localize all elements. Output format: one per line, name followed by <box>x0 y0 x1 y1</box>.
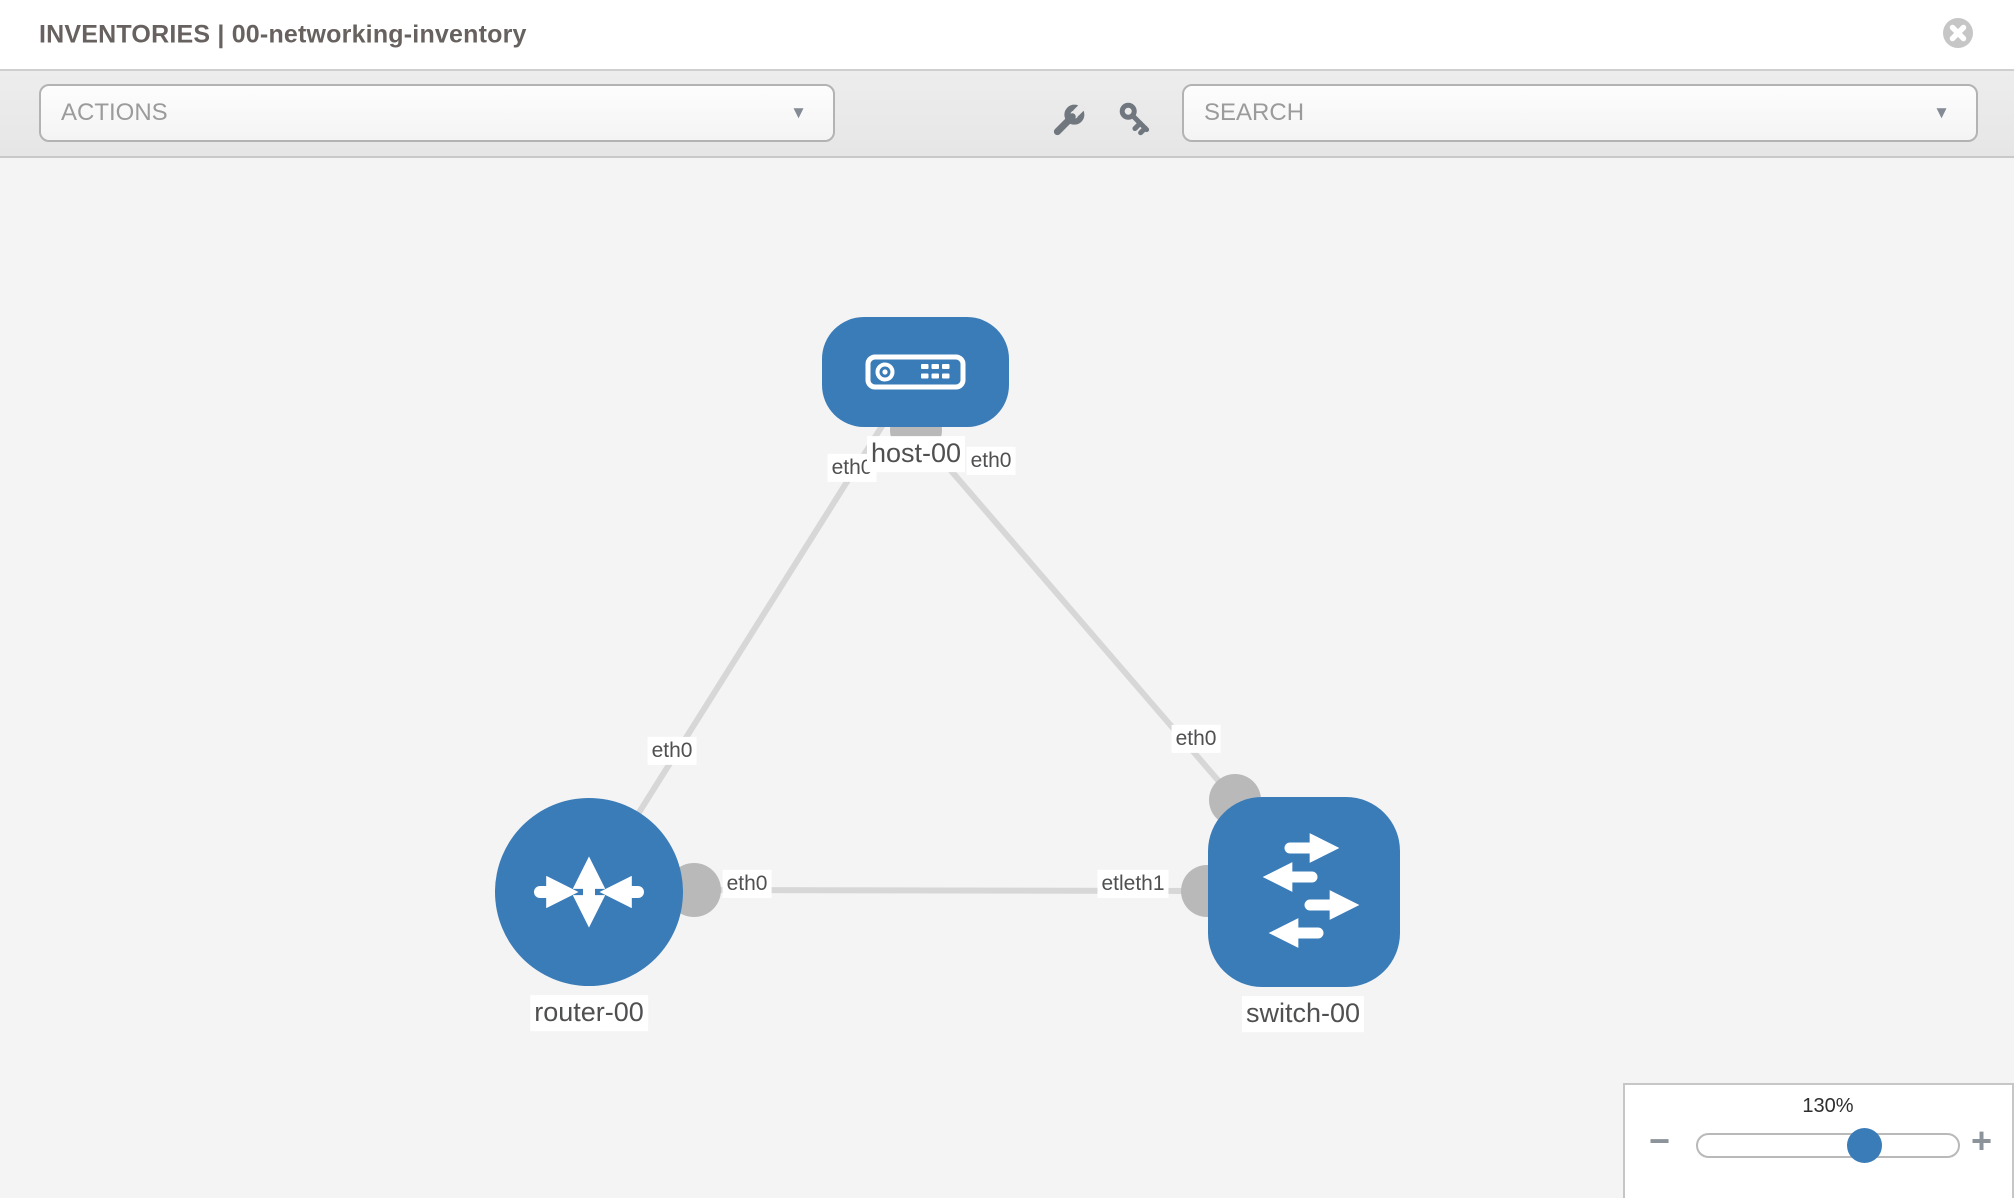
header: INVENTORIES | 00-networking-inventory <box>0 0 2014 71</box>
node-router-00[interactable] <box>495 798 683 986</box>
chevron-down-icon: ▼ <box>1933 103 1950 122</box>
topology-graph <box>495 317 1400 987</box>
interface-label: eth0 <box>966 446 1016 476</box>
zoom-out-button[interactable]: − <box>1649 1120 1671 1161</box>
zoom-level-value: 130% <box>1802 1095 1854 1117</box>
close-button[interactable] <box>1942 17 1974 49</box>
interface-label: eth0 <box>1171 724 1221 754</box>
configure-button[interactable] <box>1044 95 1092 143</box>
router-icon <box>534 856 644 928</box>
interface-label: etleth1 <box>1097 869 1169 899</box>
zoom-slider-track[interactable] <box>1696 1133 1960 1158</box>
search-placeholder: SEARCH <box>1204 99 1305 126</box>
topology-canvas[interactable]: eth0 host-00 eth0 eth0 eth0 eth0 etleth1… <box>0 158 2014 1198</box>
wrench-icon <box>1053 102 1087 136</box>
key-icon <box>1119 102 1150 136</box>
chevron-down-icon: ▼ <box>790 103 807 122</box>
search-dropdown[interactable]: SEARCH ▼ <box>1182 84 1978 142</box>
close-icon <box>1943 18 1973 48</box>
zoom-panel: 130% − + <box>1623 1083 2014 1198</box>
host-icon <box>865 354 966 390</box>
interface-label: eth0 <box>647 736 697 766</box>
toolbar: ACTIONS ▼ SEARC <box>0 71 2014 158</box>
interface-connectors <box>667 404 1261 917</box>
node-switch-00[interactable] <box>1208 797 1400 987</box>
node-label-router: router-00 <box>530 995 648 1031</box>
interface-label: eth0 <box>722 869 772 899</box>
switch-icon <box>1262 833 1360 948</box>
node-label-switch: switch-00 <box>1241 996 1365 1032</box>
credentials-button[interactable] <box>1112 95 1160 143</box>
node-label-host: host-00 <box>866 436 966 472</box>
actions-dropdown-label: ACTIONS <box>61 99 168 126</box>
page-title: INVENTORIES | 00-networking-inventory <box>39 20 527 48</box>
zoom-in-button[interactable]: + <box>1971 1120 1993 1161</box>
zoom-slider-handle[interactable] <box>1847 1128 1882 1163</box>
actions-dropdown[interactable]: ACTIONS ▼ <box>39 84 835 142</box>
node-host-00[interactable] <box>822 317 1009 427</box>
